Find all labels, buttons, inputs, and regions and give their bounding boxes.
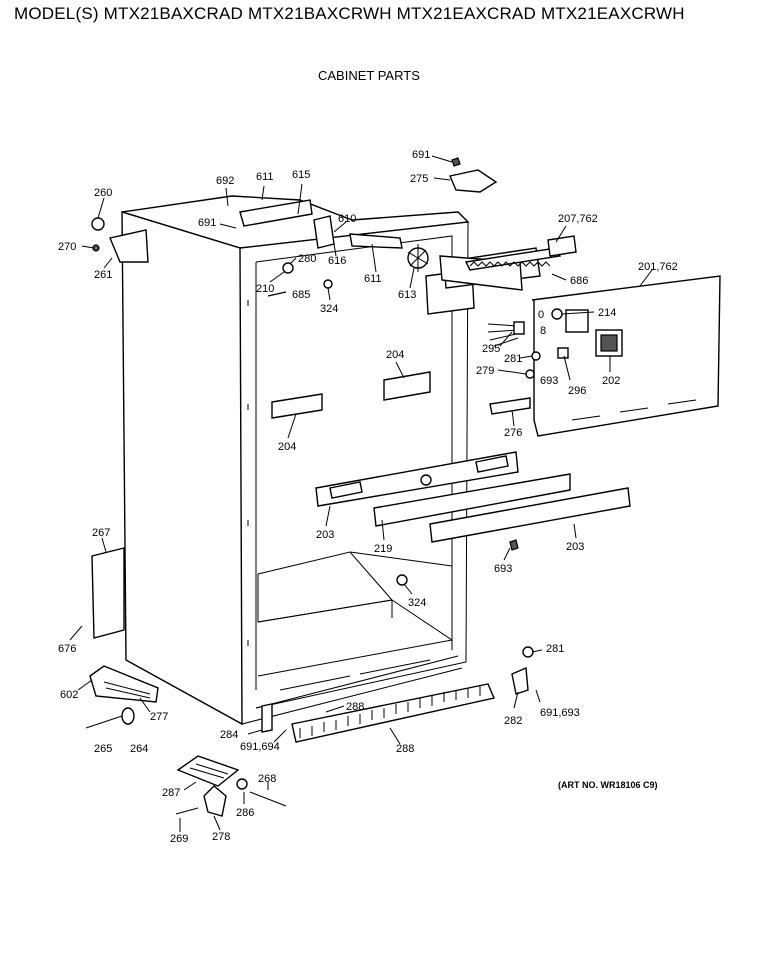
damper-control xyxy=(464,247,562,271)
label-204: 204 xyxy=(278,441,296,453)
nut-286 xyxy=(236,778,248,790)
label-324: 324 xyxy=(408,597,426,609)
screw-269 xyxy=(175,807,199,815)
part-210 xyxy=(282,262,294,274)
label-610: 610 xyxy=(338,213,356,225)
label-615: 615 xyxy=(292,169,310,181)
label-284: 284 xyxy=(220,729,238,741)
label-203: 203 xyxy=(316,529,334,541)
axle-265 xyxy=(85,715,123,729)
label-286: 286 xyxy=(236,807,254,819)
label-693: 693 xyxy=(540,375,558,387)
label-264: 264 xyxy=(130,743,148,755)
label-267: 267 xyxy=(92,527,110,539)
shelf-support-219 xyxy=(373,473,571,527)
bracket-276 xyxy=(489,397,531,415)
art-number: (ART NO. WR18106 C9) xyxy=(558,780,658,790)
label-288: 288 xyxy=(346,701,364,713)
label-691-693: 691,693 xyxy=(540,707,580,719)
label-613: 613 xyxy=(398,289,416,301)
label-279: 279 xyxy=(476,365,494,377)
part-281-top xyxy=(531,351,541,361)
label-276: 276 xyxy=(504,427,522,439)
label-324: 324 xyxy=(320,303,338,315)
label-202: 202 xyxy=(602,375,620,387)
label-204: 204 xyxy=(386,349,404,361)
bracket-204-right xyxy=(383,371,431,401)
label-602: 602 xyxy=(60,689,78,701)
label-616: 616 xyxy=(328,255,346,267)
label-676: 676 xyxy=(58,643,76,655)
label-685: 685 xyxy=(292,289,310,301)
leveler-287 xyxy=(176,755,240,787)
screw-691-top xyxy=(451,157,461,167)
shelf-support-203-upper xyxy=(315,451,519,507)
label-280: 280 xyxy=(298,253,316,265)
label-691: 691 xyxy=(412,149,430,161)
label-281: 281 xyxy=(504,353,522,365)
label-214: 214 xyxy=(598,307,616,319)
label-686: 686 xyxy=(570,275,588,287)
part-324-bottom xyxy=(396,574,408,586)
bracket-204-left xyxy=(271,393,323,419)
label-287: 287 xyxy=(162,787,180,799)
roller-264 xyxy=(121,707,135,725)
label-0: 0 xyxy=(538,309,544,321)
models-title: MODEL(S) MTX21BAXCRAD MTX21BAXCRWH MTX21… xyxy=(14,4,685,23)
label-203: 203 xyxy=(566,541,584,553)
label-261: 261 xyxy=(94,269,112,281)
label-693: 693 xyxy=(494,563,512,575)
label-260: 260 xyxy=(94,187,112,199)
label-210: 210 xyxy=(256,283,274,295)
label-281: 281 xyxy=(546,643,564,655)
leveler-278 xyxy=(203,785,227,817)
label-691-694: 691,694 xyxy=(240,741,280,753)
label-282: 282 xyxy=(504,715,522,727)
label-265: 265 xyxy=(94,743,112,755)
label-611: 611 xyxy=(364,273,382,285)
label-611: 611 xyxy=(256,171,274,183)
bracket-284 xyxy=(261,703,273,733)
label-275: 275 xyxy=(410,173,428,185)
label-269: 269 xyxy=(170,833,188,845)
part-labels: 691 275 692 611 615 260 691 610 207,762 … xyxy=(58,149,678,845)
part-281-bottom xyxy=(522,646,534,658)
part-260 xyxy=(91,217,105,231)
label-296: 296 xyxy=(568,385,586,397)
label-270: 270 xyxy=(58,241,76,253)
screw-268 xyxy=(249,791,287,807)
clip-282 xyxy=(511,666,529,695)
side-panel-267 xyxy=(91,547,125,639)
label-8: 8 xyxy=(540,325,546,337)
screw-693 xyxy=(509,539,519,551)
label-691: 691 xyxy=(198,217,216,229)
label-207-762: 207,762 xyxy=(558,213,598,225)
label-692: 692 xyxy=(216,175,234,187)
wire-harness xyxy=(487,323,519,347)
label-277: 277 xyxy=(150,711,168,723)
label-268: 268 xyxy=(258,773,276,785)
section-title: CABINET PARTS xyxy=(318,68,420,83)
leader-lines xyxy=(69,155,653,832)
label-219: 219 xyxy=(374,543,392,555)
part-279 xyxy=(525,369,535,379)
screw-685 xyxy=(267,291,287,297)
label-201-762: 201,762 xyxy=(638,261,678,273)
bracket-602 xyxy=(89,665,159,703)
part-324-top xyxy=(323,279,333,289)
label-295: 295 xyxy=(482,343,500,355)
cabinet-shell xyxy=(109,195,470,726)
shelf-support-203-lower xyxy=(429,487,631,543)
label-278: 278 xyxy=(212,831,230,843)
top-hinge xyxy=(449,169,498,193)
label-288: 288 xyxy=(396,743,414,755)
